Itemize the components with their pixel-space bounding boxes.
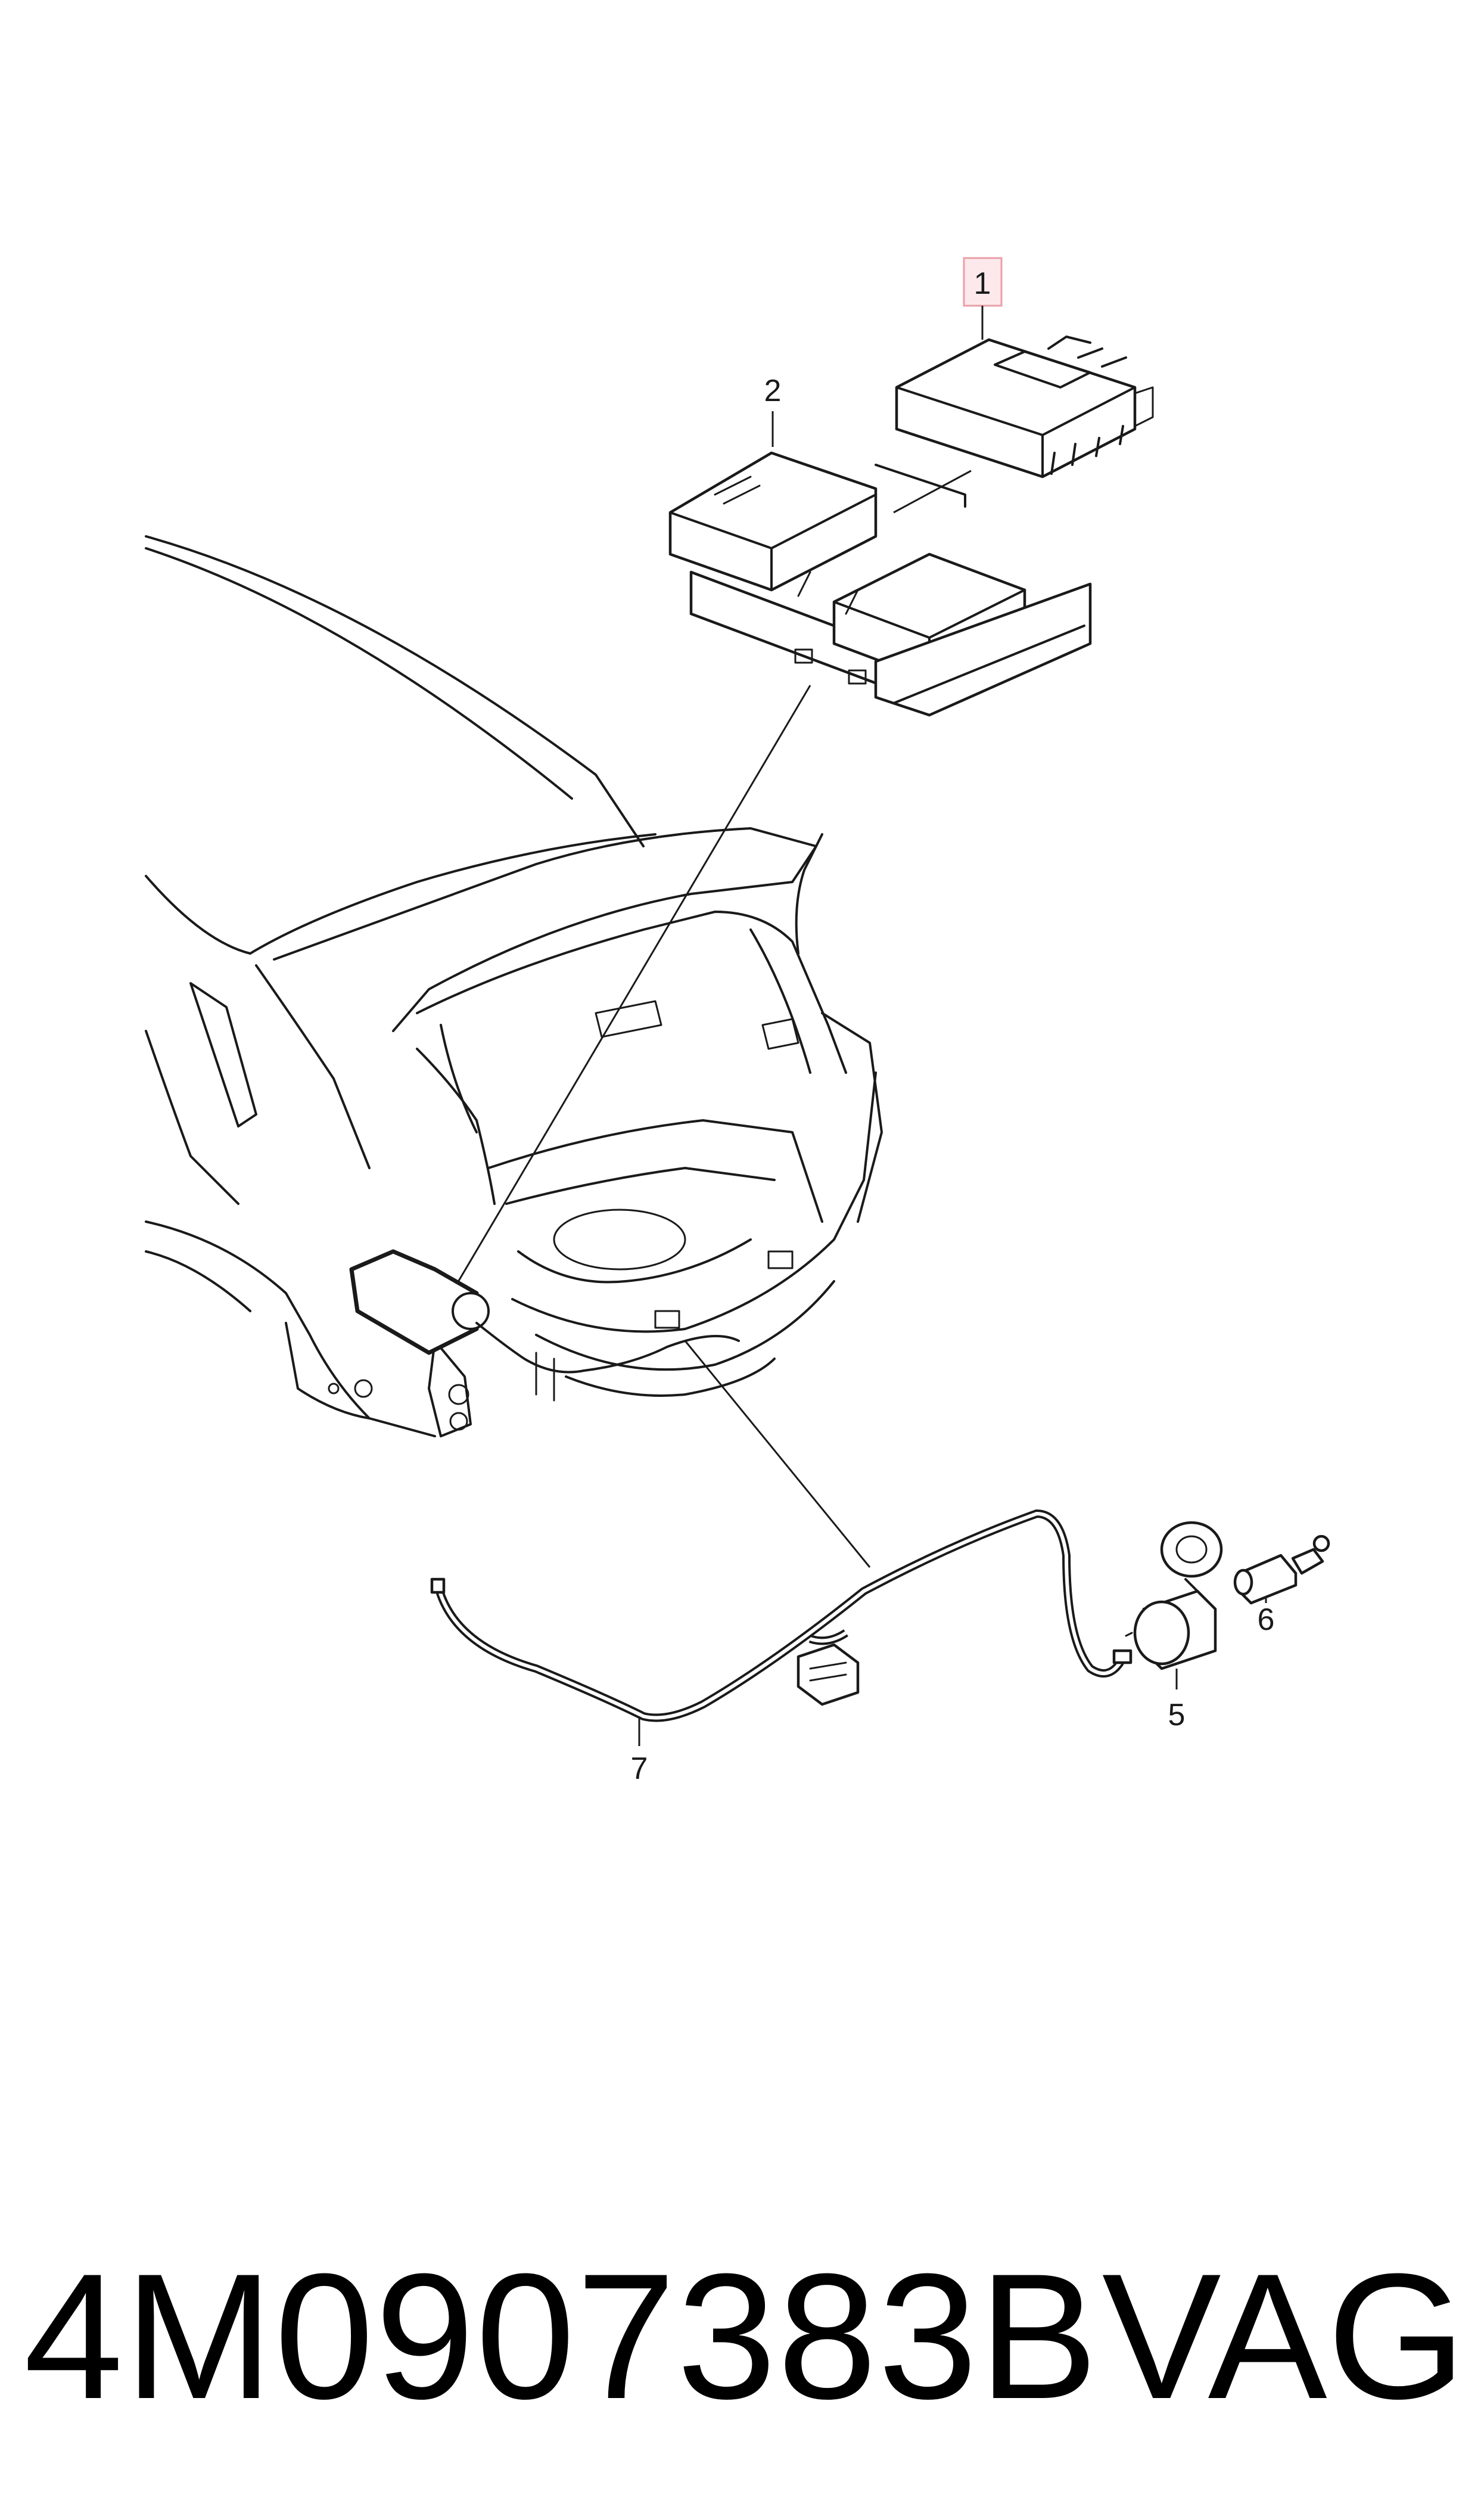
wiring-harness-part-7[interactable] bbox=[430, 1509, 1133, 1722]
brand-name: VAG bbox=[1102, 2236, 1466, 2436]
callout-7-label: 7 bbox=[631, 1751, 648, 1786]
callout-5-label: 5 bbox=[1168, 1698, 1186, 1732]
callout-2: 2 bbox=[764, 374, 782, 447]
part-number: 4M0907383B bbox=[24, 2236, 1099, 2436]
connector-part-6[interactable] bbox=[1233, 1535, 1330, 1605]
parts-diagram: 1 2 5 6 7 bbox=[145, 257, 1330, 1786]
washer-pump-part-5[interactable] bbox=[1125, 1521, 1223, 1670]
callout-2-label: 2 bbox=[764, 374, 782, 408]
callout-6-label: 6 bbox=[1258, 1602, 1275, 1637]
callout-7: 7 bbox=[631, 1716, 648, 1786]
footer: 4M0907383B VAG bbox=[0, 2223, 1484, 2449]
installed-module-location bbox=[349, 1249, 490, 1355]
vehicle-rear-body bbox=[145, 535, 883, 1437]
control-module-part-1[interactable] bbox=[895, 336, 1154, 479]
callout-5: 5 bbox=[1168, 1669, 1186, 1732]
callout-6: 6 bbox=[1258, 1597, 1275, 1637]
bracket-assembly-part-2[interactable] bbox=[668, 451, 1092, 717]
callout-1-label: 1 bbox=[974, 266, 991, 301]
installed-harness bbox=[475, 1322, 740, 1374]
callout-1: 1 bbox=[963, 257, 1003, 340]
